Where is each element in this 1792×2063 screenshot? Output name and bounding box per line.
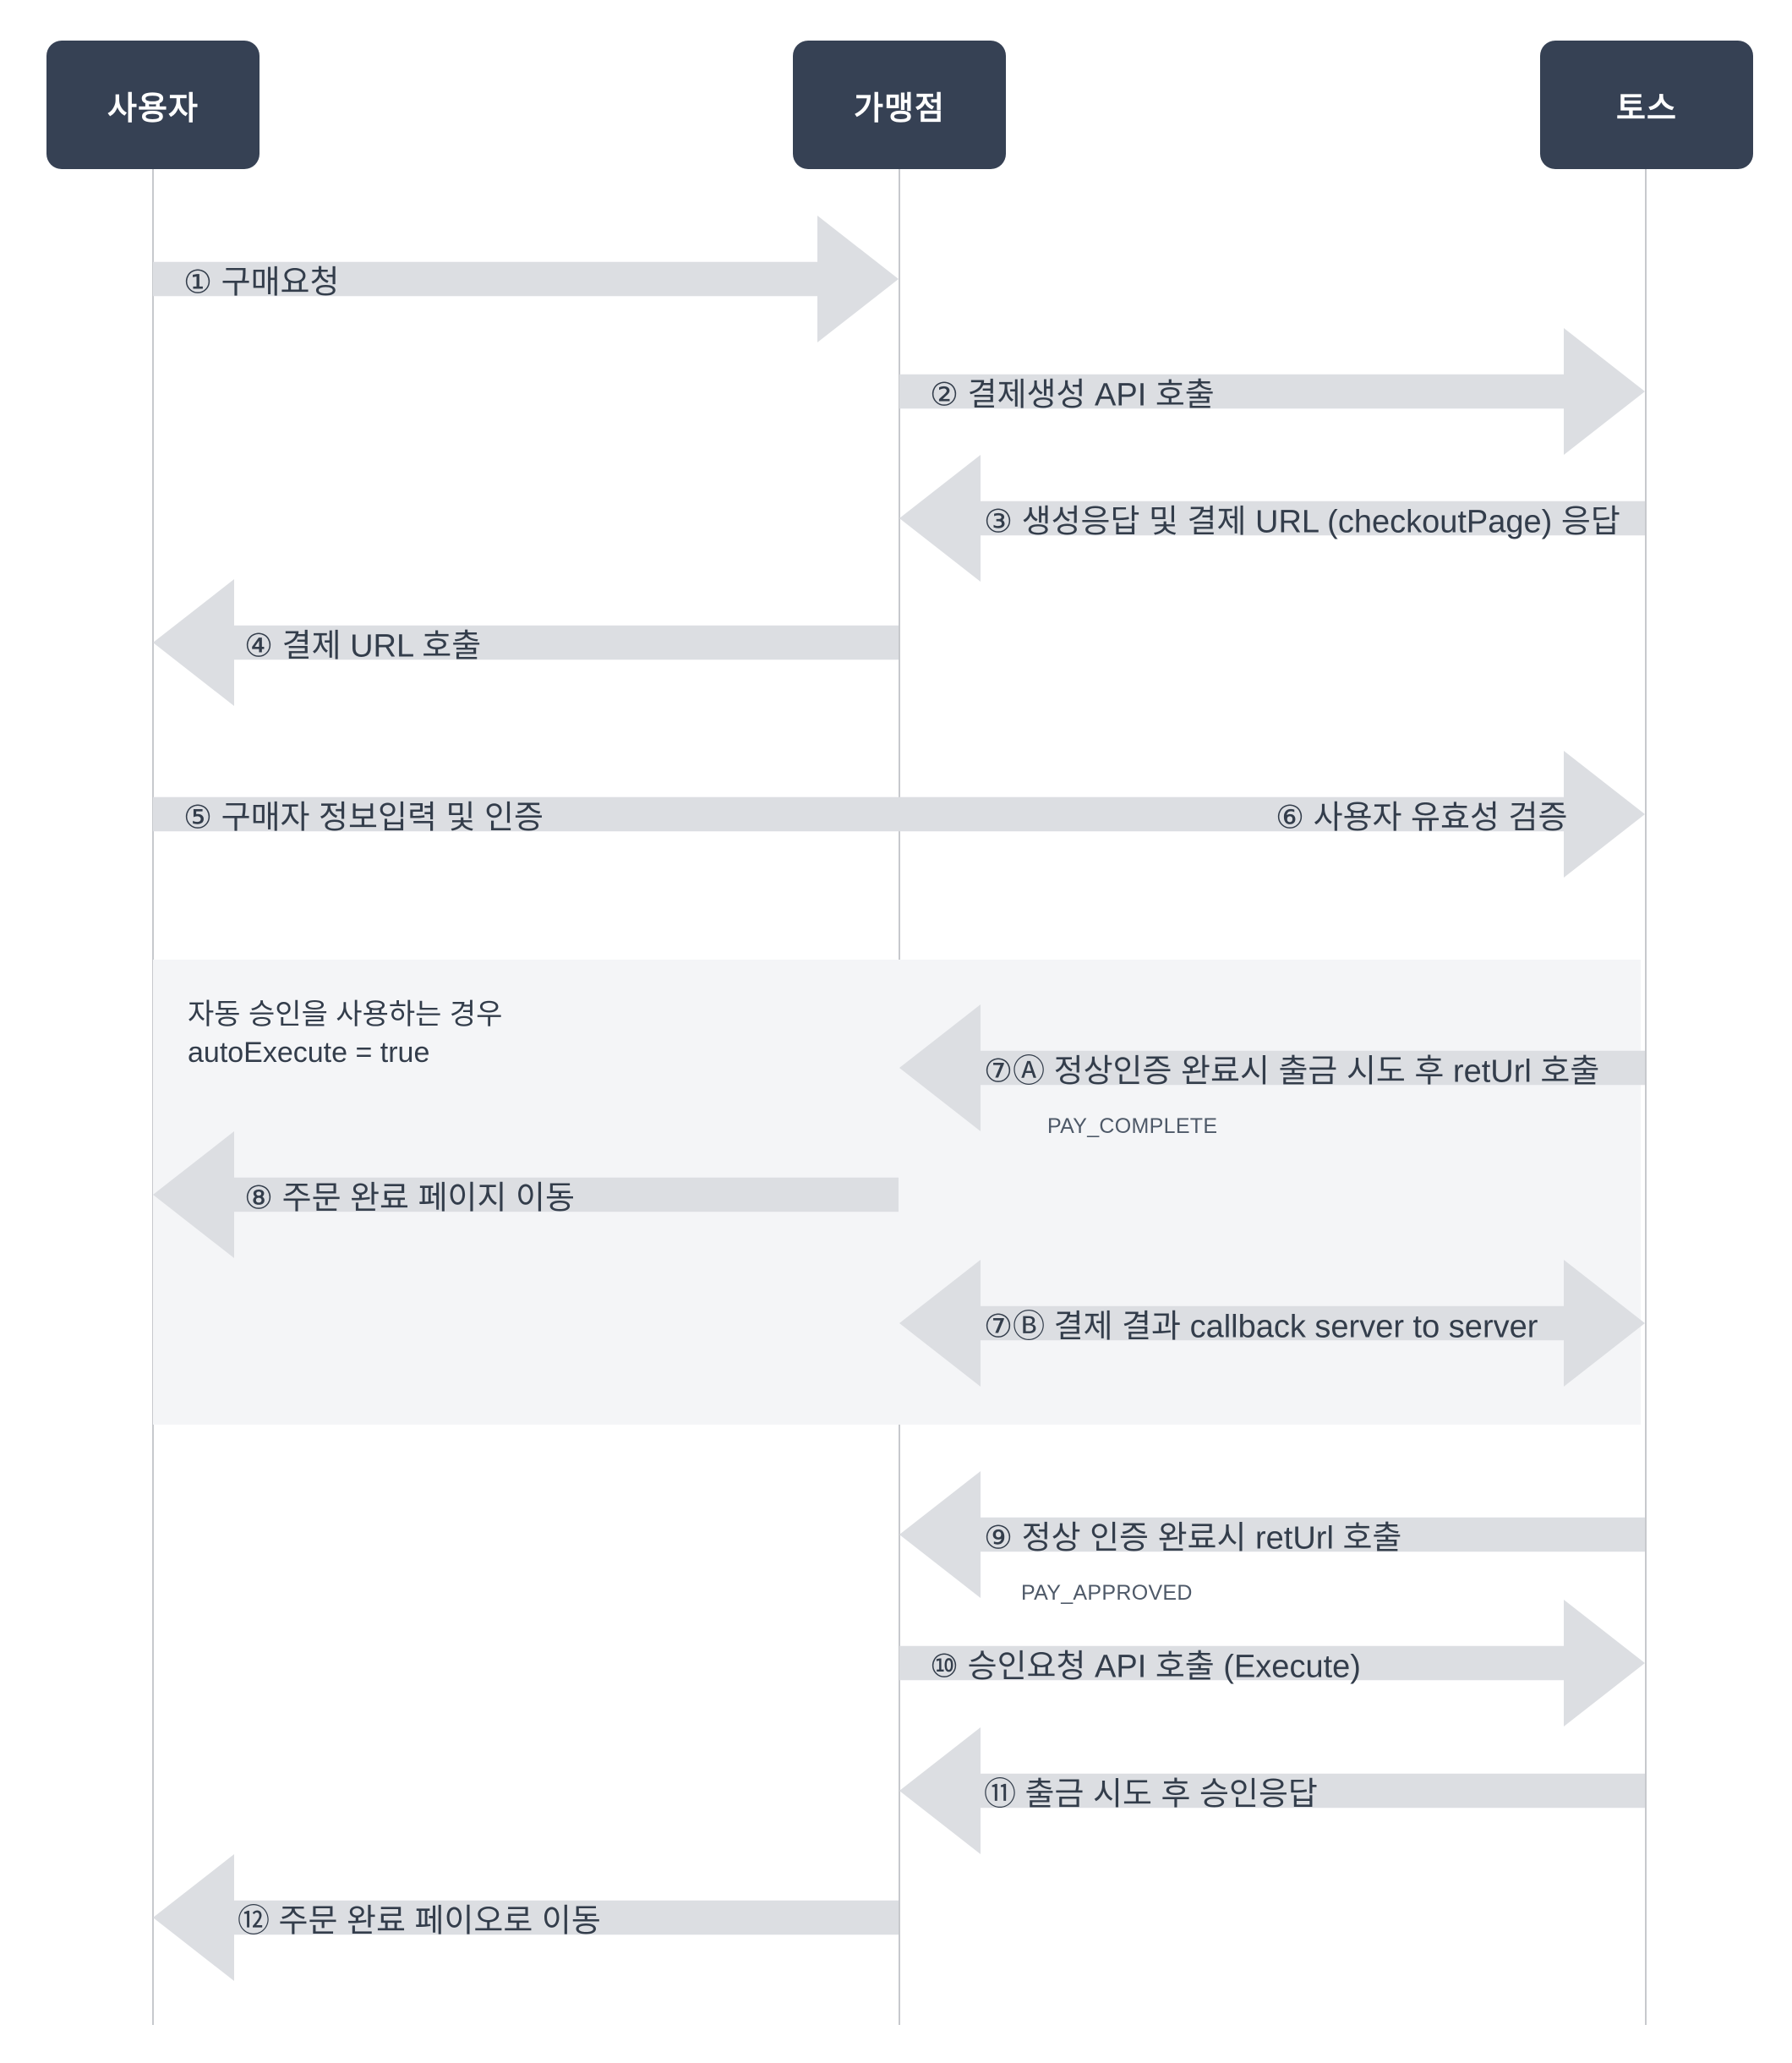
actor-merchant: 가맹점	[793, 41, 1006, 169]
message-5-label: ⑤ 구매자 정보입력 및 인증	[183, 800, 544, 836]
message-9-label: ⑨ 정상 인증 완료시 retUrl 호출	[984, 1520, 1402, 1557]
message-11-label: ⑪ 출금 시도 후 승인응답	[984, 1776, 1318, 1813]
actor-user: 사용자	[46, 41, 260, 169]
message-7a-label: ⑦Ⓐ 정상인증 완료시 출금 시도 후 retUrl 호출	[984, 1053, 1600, 1090]
message-7b-callback: ⑦Ⓑ 결제 결과 callback server to server	[899, 1260, 1645, 1387]
message-7b-label: ⑦Ⓑ 결제 결과 callback server to server	[984, 1309, 1538, 1345]
message-2-label: ② 결제생성 API 호출	[930, 377, 1215, 413]
lifeline-toss	[1645, 165, 1647, 2025]
group-note-line2: autoExecute = true	[188, 1037, 430, 1069]
message-10-execute: ⑩ 승인요청 API 호출 (Execute)	[899, 1600, 1645, 1726]
message-11-approval-response: ⑪ 출금 시도 후 승인응답	[899, 1727, 1645, 1854]
message-4-call-payment-url: ④ 결제 URL 호출	[153, 579, 899, 706]
message-3-create-response: ③ 생성응답 및 결제 URL (checkoutPage) 응답	[899, 455, 1645, 582]
message-1-label: ① 구매요청	[183, 265, 340, 301]
message-10-label: ⑩ 승인요청 API 호출 (Execute)	[930, 1649, 1361, 1685]
message-9-pay-approved: ⑨ 정상 인증 완료시 retUrl 호출	[899, 1471, 1645, 1598]
message-6-label: ⑥ 사용자 유효성 검증	[1276, 800, 1568, 836]
message-12-order-complete: ⑫ 주문 완료 페이오로 이동	[153, 1854, 899, 1981]
group-note-line1: 자동 승인을 사용하는 경우	[188, 999, 503, 1031]
message-8-order-complete: ⑧ 주문 완료 페이지 이동	[153, 1131, 899, 1258]
message-12-label: ⑫ 주문 완료 페이오로 이동	[238, 1903, 601, 1940]
message-5-6-input-and-validate: ⑤ 구매자 정보입력 및 인증 ⑥ 사용자 유효성 검증	[153, 751, 1645, 878]
message-2-create-payment: ② 결제생성 API 호출	[899, 328, 1645, 455]
message-3-label: ③ 생성응답 및 결제 URL (checkoutPage) 응답	[984, 504, 1620, 540]
group-note: 자동 승인을 사용하는 경우 autoExecute = true	[188, 996, 502, 1072]
message-1-purchase-request: ① 구매요청	[153, 216, 899, 342]
message-8-label: ⑧ 주문 완료 페이지 이동	[244, 1180, 575, 1217]
message-7a-code: PAY_COMPLETE	[1047, 1114, 1218, 1138]
message-9-code: PAY_APPROVED	[1021, 1581, 1193, 1605]
message-7a-pay-complete: ⑦Ⓐ 정상인증 완료시 출금 시도 후 retUrl 호출	[899, 1004, 1645, 1131]
actor-toss: 토스	[1540, 41, 1753, 169]
message-4-label: ④ 결제 URL 호출	[244, 628, 482, 665]
